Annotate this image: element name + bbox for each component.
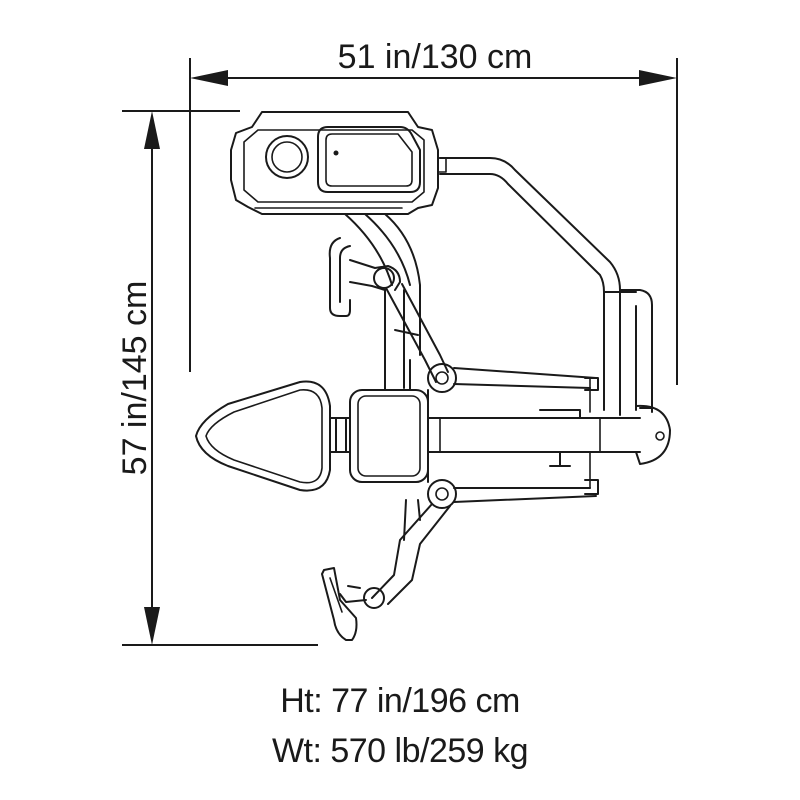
console-support-tubes [344, 213, 421, 389]
lower-lever [453, 451, 599, 503]
lower-pivot-joint [427, 479, 457, 509]
console-round-knob [265, 135, 309, 179]
height-spec: Ht: 77 in/196 cm [280, 682, 520, 720]
seat-pad [195, 380, 331, 492]
center-uprights [384, 359, 429, 483]
console-display-panel [317, 126, 421, 193]
weight-spec: Wt: 570 lb/259 kg [271, 732, 529, 770]
depth-dimension: 57 in/145 cm [116, 110, 318, 646]
upper-handle-arm [328, 237, 457, 393]
width-label: 51 in/130 cm [338, 38, 533, 76]
width-dimension: 51 in/130 cm [189, 38, 678, 385]
upper-lever [453, 367, 599, 413]
right-frame-arm [439, 157, 653, 416]
depth-label: 57 in/145 cm [116, 281, 154, 476]
console-housing [230, 111, 447, 215]
depth-arrow-top [144, 111, 160, 149]
machine-top-view [195, 111, 671, 641]
back-pad [349, 389, 429, 483]
width-arrow-right [639, 70, 677, 86]
main-frame-beam [329, 389, 671, 483]
width-arrow-left [190, 70, 228, 86]
lower-handle-arm [321, 479, 457, 641]
depth-arrow-bottom [144, 607, 160, 645]
upper-pivot-joint [427, 363, 457, 393]
